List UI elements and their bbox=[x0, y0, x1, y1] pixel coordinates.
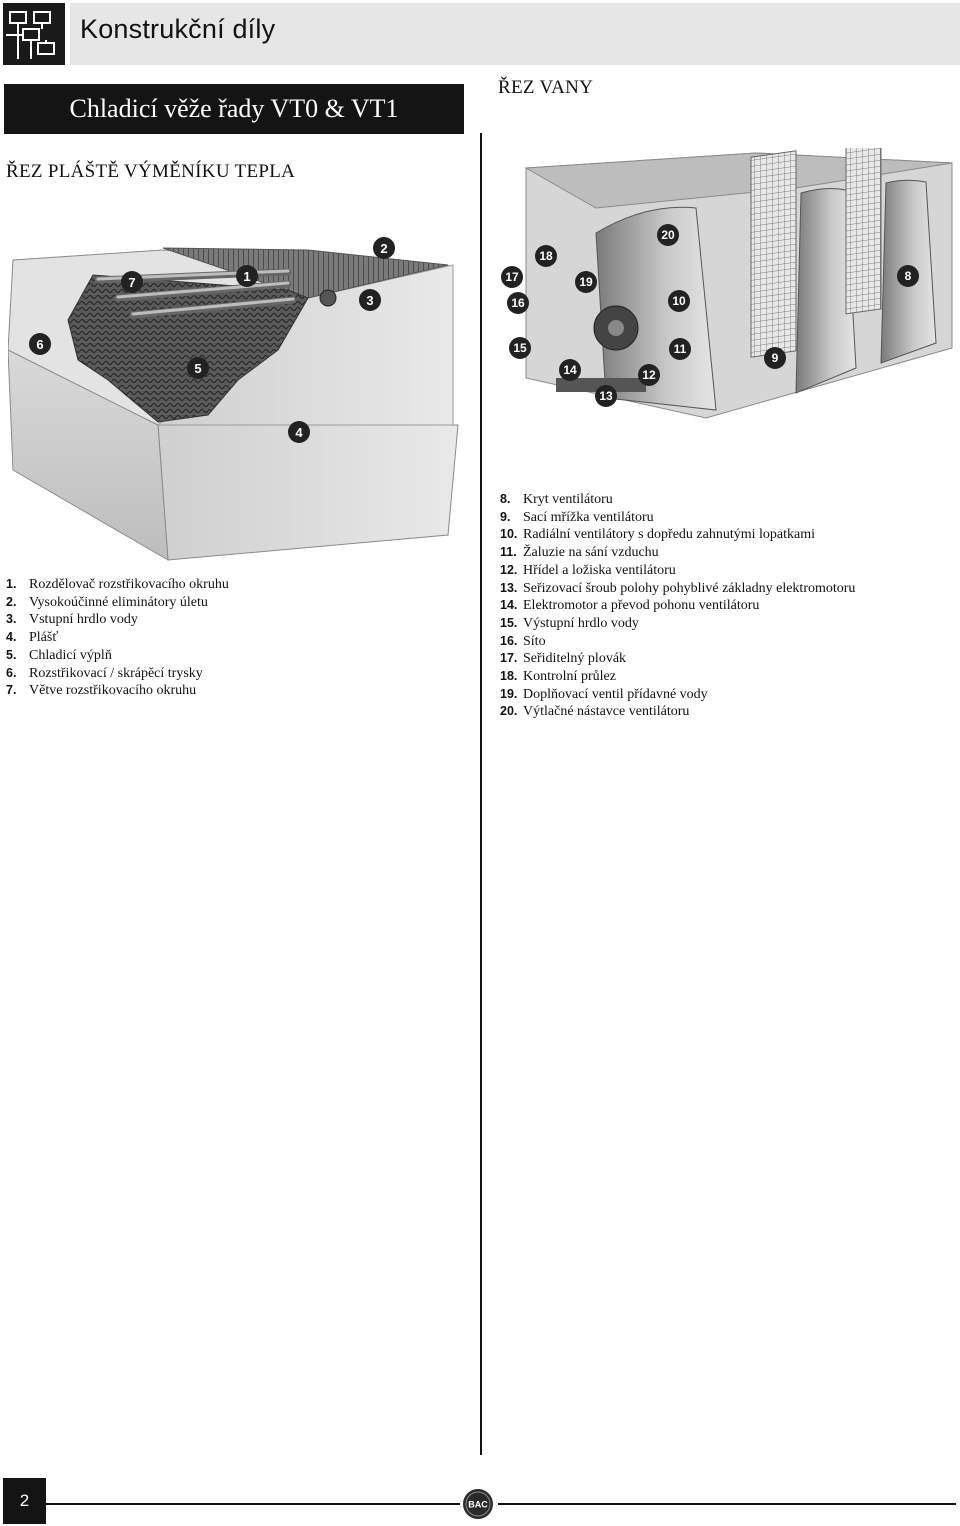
callout-7: 7 bbox=[128, 275, 135, 290]
footer-rule-right bbox=[498, 1503, 956, 1505]
list-item: 6.Rozstřikovací / skrápěcí trysky bbox=[6, 665, 203, 681]
list-item: 2.Vysokoúčinné eliminátory úletu bbox=[6, 594, 208, 610]
callout-10: 10 bbox=[672, 294, 686, 308]
list-item: 19.Doplňovací ventil přídavné vody bbox=[500, 686, 708, 702]
callout-15: 15 bbox=[513, 341, 527, 355]
list-item: 11.Žaluzie na sání vzduchu bbox=[500, 545, 659, 561]
page-number: 2 bbox=[19, 1491, 30, 1510]
callout-9: 9 bbox=[772, 351, 779, 365]
callout-11: 11 bbox=[674, 342, 687, 356]
callout-17: 17 bbox=[505, 270, 519, 284]
section-heading-heat-exchanger: ŘEZ PLÁŠTĚ VÝMĚNÍKU TEPLA bbox=[6, 161, 296, 182]
casing-cutaway-illustration: 1 2 3 4 5 6 7 bbox=[7, 210, 464, 566]
list-item: 14.Elektromotor a převod pohonu ventilát… bbox=[500, 598, 760, 614]
bac-logo: BAC bbox=[462, 1488, 494, 1520]
basin-cutaway-illustration: 8 9 10 11 12 13 14 15 16 17 18 19 20 bbox=[496, 138, 958, 456]
list-item: 10.Radiální ventilátory s dopředu zahnut… bbox=[500, 527, 815, 543]
callout-20: 20 bbox=[661, 228, 675, 242]
callout-18: 18 bbox=[539, 249, 553, 263]
footer-rule-left bbox=[46, 1503, 460, 1505]
legend-basin: 8.Kryt ventilátoru 9.Sací mřížka ventilá… bbox=[500, 491, 855, 721]
list-item: 16.Síto bbox=[500, 633, 546, 649]
page-header-title: Konstrukční díly bbox=[80, 14, 276, 44]
header-band bbox=[70, 3, 960, 65]
callout-12: 12 bbox=[642, 368, 656, 382]
document-title: Chladicí věže řady VT0 & VT1 bbox=[69, 94, 399, 123]
section-heading-basin: ŘEZ VANY bbox=[498, 77, 594, 98]
column-divider bbox=[480, 133, 482, 1455]
bac-logo-text: BAC bbox=[468, 1500, 488, 1510]
logo-mark-icon bbox=[6, 11, 55, 59]
page-number-box: 2 bbox=[3, 1478, 46, 1524]
list-item: 3.Vstupní hrdlo vody bbox=[6, 612, 138, 628]
list-item: 8.Kryt ventilátoru bbox=[500, 492, 613, 507]
list-item: 20.Výtlačné nástavce ventilátoru bbox=[500, 704, 690, 720]
callout-1: 1 bbox=[243, 269, 250, 284]
list-item: 9.Sací mřížka ventilátoru bbox=[500, 509, 654, 525]
callout-5: 5 bbox=[194, 361, 201, 376]
callout-19: 19 bbox=[579, 275, 593, 289]
callout-3: 3 bbox=[366, 293, 373, 308]
list-item: 15.Výstupní hrdlo vody bbox=[500, 615, 639, 631]
document-title-bar: Chladicí věže řady VT0 & VT1 bbox=[4, 84, 464, 134]
callout-8: 8 bbox=[905, 269, 912, 283]
list-item: 18.Kontrolní průlez bbox=[500, 669, 616, 685]
callout-14: 14 bbox=[563, 363, 577, 377]
company-logo bbox=[3, 3, 65, 65]
list-item: 12.Hřídel a ložiska ventilátoru bbox=[500, 562, 676, 578]
legend-heat-exchanger: 1.Rozdělovač rozstřikovacího okruhu 2.Vy… bbox=[6, 576, 229, 700]
callout-4: 4 bbox=[295, 425, 303, 440]
list-item: 4.Plášť bbox=[6, 630, 59, 646]
bac-logo-icon: BAC bbox=[463, 1489, 493, 1519]
callout-16: 16 bbox=[511, 296, 525, 310]
list-item: 17.Seřiditelný plovák bbox=[500, 651, 627, 667]
list-item: 1.Rozdělovač rozstřikovacího okruhu bbox=[6, 577, 229, 592]
list-item: 7.Větve rozstřikovacího okruhu bbox=[6, 683, 197, 699]
list-item: 13.Seřizovací šroub polohy pohyblivé zák… bbox=[500, 580, 856, 596]
list-item: 5.Chladicí výplň bbox=[6, 647, 112, 663]
callout-13: 13 bbox=[599, 389, 613, 403]
callout-6: 6 bbox=[36, 337, 43, 352]
callout-2: 2 bbox=[380, 241, 387, 256]
